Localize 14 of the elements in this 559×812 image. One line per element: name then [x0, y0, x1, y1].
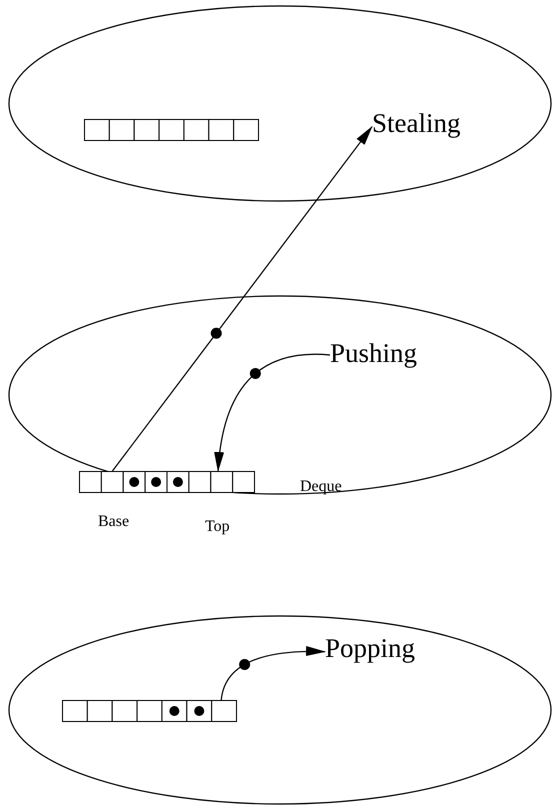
region-label: Stealing	[372, 108, 482, 142]
deque-array	[62, 700, 237, 722]
region-label: Pushing	[330, 338, 442, 372]
deque-label: Deque	[300, 478, 342, 496]
region-label: Popping	[325, 633, 437, 667]
deque-label: Top	[205, 518, 230, 536]
arrow	[220, 646, 326, 700]
deque-label: Base	[98, 513, 130, 531]
ellipse-region	[8, 615, 552, 805]
arrow	[214, 354, 330, 472]
deque-array	[79, 471, 255, 493]
deque-array	[84, 119, 259, 141]
arrow	[112, 126, 373, 472]
ellipse-region	[8, 5, 552, 202]
